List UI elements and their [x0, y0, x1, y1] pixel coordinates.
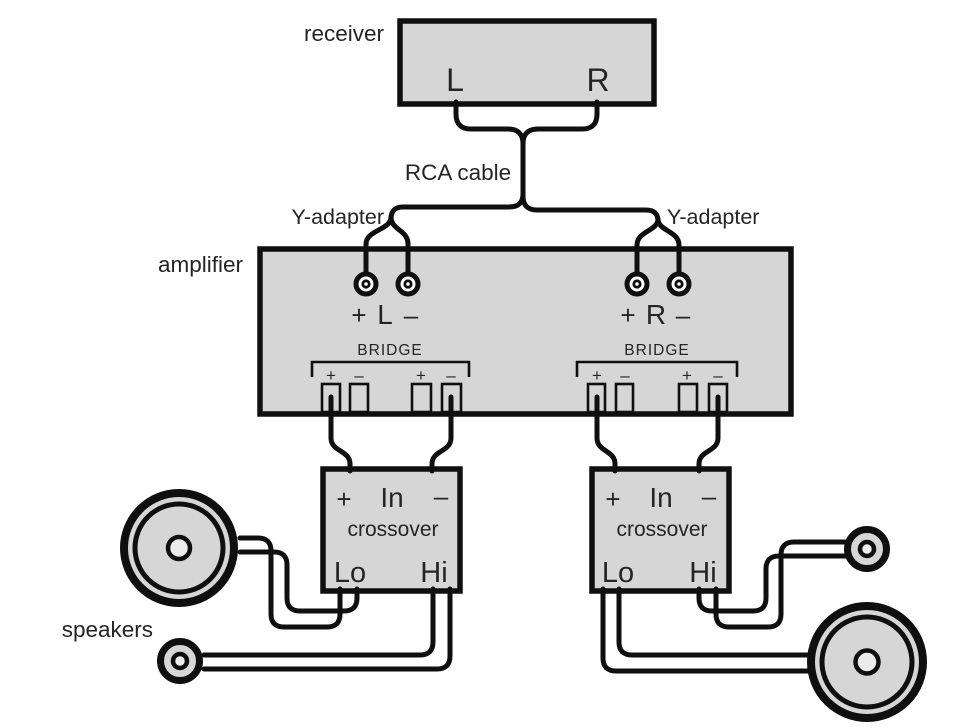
rca-jack-left-plus	[353, 271, 379, 297]
terminal-left-4-label: –	[446, 366, 456, 385]
y-adapter-right-label: Y-adapter	[667, 205, 759, 229]
rca-jack-right-minus	[666, 271, 692, 297]
rca-wire-right	[520, 99, 600, 147]
crossover-right-label: crossover	[616, 518, 707, 541]
rca-cable-label: RCA cable	[405, 160, 511, 185]
crossover-left-lo: Lo	[334, 557, 366, 589]
crossover-right-in: In	[649, 482, 672, 513]
terminal-right-4-label: –	[713, 366, 723, 385]
terminal-left-2-label: –	[354, 366, 364, 385]
amp-right-plus: +	[620, 300, 635, 330]
terminal-left-3	[410, 382, 433, 414]
amplifier-label: amplifier	[158, 252, 244, 277]
bridge-bracket-right	[575, 360, 739, 377]
amp-left-name: L	[377, 299, 393, 330]
left-lo-wire-inner	[237, 549, 360, 614]
terminal-left-4	[440, 382, 463, 414]
terminal-right-1-label: +	[592, 366, 602, 385]
left-lo-wire-outer	[237, 535, 343, 630]
crossover-left-label: crossover	[347, 518, 438, 541]
receiver-right-jack-label: R	[586, 62, 609, 98]
right-lo-wire-outer	[600, 586, 815, 674]
crossover-right-minus: –	[702, 481, 717, 511]
terminal-left-2	[348, 382, 370, 414]
amp-right-name: R	[646, 299, 666, 330]
right-woofer	[807, 602, 927, 722]
y-cable-right	[520, 193, 661, 224]
right-hi-wire-outer	[713, 539, 851, 630]
y-cable-left	[388, 191, 526, 222]
crossover-right-hi: Hi	[689, 557, 716, 589]
amp-left-plus: +	[351, 300, 366, 330]
terminal-right-2-label: –	[620, 366, 630, 385]
crossover-right-lo: Lo	[602, 557, 634, 589]
terminal-left-3-label: +	[416, 366, 426, 385]
terminal-right-2	[614, 382, 635, 414]
bridge-left-label: BRIDGE	[357, 342, 422, 359]
amplifier-box	[257, 246, 794, 417]
receiver-left-jack-label: L	[446, 62, 464, 98]
crossover-right-plus: +	[605, 484, 620, 514]
crossover-left-plus: +	[336, 484, 351, 514]
amp-left-minus-wire	[429, 394, 454, 474]
terminal-right-3	[677, 382, 699, 414]
right-hi-wire-inner	[696, 553, 851, 614]
amp-right-minus: –	[676, 300, 691, 330]
y-adapter-left-label: Y-adapter	[292, 205, 384, 229]
left-woofer	[120, 489, 238, 607]
right-tweeter	[844, 526, 890, 572]
y-fork-left-prong-minus	[388, 214, 411, 280]
terminal-right-3-label: +	[682, 366, 692, 385]
speakers-label: speakers	[62, 617, 153, 642]
terminal-right-1	[586, 382, 607, 414]
crossover-right-box	[589, 466, 732, 594]
rca-jack-left-minus	[395, 271, 421, 297]
amp-left-plus-wire	[328, 394, 353, 474]
crossover-left-hi: Hi	[420, 557, 447, 589]
amp-right-plus-wire	[594, 394, 618, 474]
receiver-label: receiver	[304, 21, 385, 46]
bridge-bracket-left	[310, 360, 471, 377]
left-hi-wire-inner	[201, 586, 436, 658]
crossover-left-minus: –	[434, 481, 449, 511]
left-tweeter	[157, 638, 203, 684]
y-fork-right-prong-minus	[655, 216, 682, 280]
crossover-left-in: In	[380, 482, 403, 513]
rca-jack-right-plus	[624, 271, 650, 297]
terminal-left-1-label: +	[326, 366, 336, 385]
right-lo-wire-inner	[616, 586, 815, 658]
left-hi-wire-outer	[201, 586, 453, 672]
amp-right-minus-wire	[696, 394, 721, 474]
receiver-box	[397, 18, 657, 107]
amp-left-minus: –	[404, 300, 419, 330]
bridge-right-label: BRIDGE	[624, 342, 689, 359]
crossover-left-box	[320, 466, 463, 594]
terminal-right-4	[707, 382, 729, 414]
terminal-left-1	[320, 382, 342, 414]
